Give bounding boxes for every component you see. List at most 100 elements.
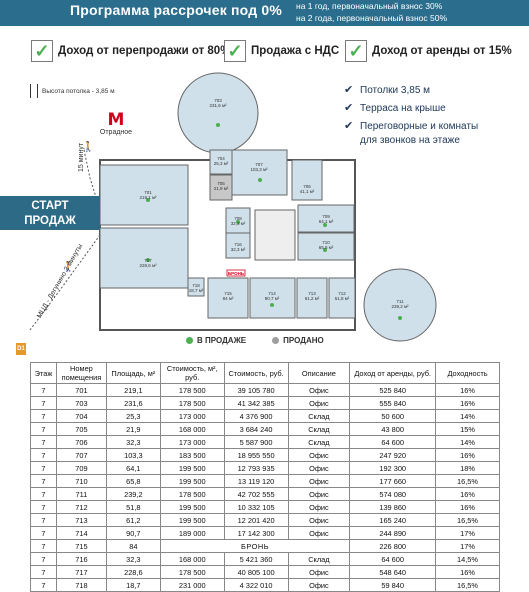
- sold-dot-icon: [272, 337, 280, 344]
- table-cell: 7: [30, 487, 57, 501]
- table-cell: 244 890: [349, 526, 437, 540]
- table-cell: 139 860: [349, 500, 437, 514]
- table-cell: 32,3: [105, 435, 161, 449]
- floor-plan: [29, 72, 437, 342]
- table-cell: 16%: [435, 487, 500, 501]
- booked-cell: БРОНЬ: [159, 539, 351, 553]
- table-cell: 555 840: [349, 396, 437, 410]
- table-cell: 7: [30, 448, 57, 462]
- room-717: [99, 227, 189, 289]
- col-header: Номер помещения: [55, 362, 107, 384]
- bullet-item: ✔Потолки 3,85 м: [344, 84, 431, 96]
- table-cell: 3 684 240: [223, 422, 289, 436]
- installment-terms: на 1 год, первоначальный взнос 30% на 2 …: [296, 0, 447, 24]
- table-cell: 90,7: [105, 526, 161, 540]
- table-cell: 4 376 900: [223, 409, 289, 423]
- price-table: Этаж Номер помещения Площадь, м² Стоимос…: [30, 362, 500, 592]
- table-cell: 4 322 010: [223, 578, 289, 592]
- room-710: [297, 232, 355, 261]
- table-cell: 17%: [435, 539, 500, 553]
- table-cell: 173 000: [159, 409, 225, 423]
- table-cell: 707: [55, 448, 107, 462]
- table-cell: 199 500: [159, 513, 225, 527]
- table-cell: Офис: [287, 513, 351, 527]
- table-cell: 192 300: [349, 461, 437, 475]
- table-cell: 183 500: [159, 448, 225, 462]
- bullet-item-continuation: для звонков на этаже: [360, 135, 460, 146]
- col-header: Описание: [287, 362, 351, 384]
- table-cell: 84: [105, 539, 161, 553]
- checkbox-icon: ✓: [31, 40, 53, 62]
- table-cell: 64 600: [349, 552, 437, 566]
- table-cell: 178 500: [159, 565, 225, 579]
- room-715: [207, 277, 249, 319]
- room-705: [209, 174, 233, 201]
- table-cell: Склад: [287, 409, 351, 423]
- room-711: [363, 268, 437, 342]
- table-cell: 7: [30, 383, 57, 397]
- page-title: Программа рассрочек под 0%: [70, 2, 283, 18]
- metro-icon: М: [107, 110, 125, 130]
- table-cell: Склад: [287, 422, 351, 436]
- checkbox-icon: ✓: [345, 40, 367, 62]
- table-cell: 228,6: [105, 565, 161, 579]
- bullet-item: ✔Терраса на крыше: [344, 102, 446, 114]
- checkbox-icon: ✓: [224, 40, 246, 62]
- legend-on-sale: В ПРОДАЖЕ: [197, 336, 247, 345]
- feature-bullets: ✔Потолки 3,85 м ✔Терраса на крыше ✔Перег…: [344, 84, 478, 152]
- table-cell: 712: [55, 500, 107, 514]
- walker-icon: 🚶: [82, 142, 95, 153]
- metro-station-name: Отрадное: [99, 129, 133, 136]
- table-cell: 701: [55, 383, 107, 397]
- table-cell: 14%: [435, 409, 500, 423]
- table-cell: 5 587 900: [223, 435, 289, 449]
- table-cell: 16,5%: [435, 578, 500, 592]
- table-cell: 199 500: [159, 500, 225, 514]
- table-cell: 199 500: [159, 474, 225, 488]
- table-cell: 231,6: [105, 396, 161, 410]
- bullet-item: ✔Переговорные и комнаты: [344, 120, 479, 132]
- table-cell: 177 660: [349, 474, 437, 488]
- d1-badge: D1: [16, 343, 26, 355]
- table-cell: 168 000: [159, 552, 225, 566]
- features-row: ✓ Доход от перепродажи от 80% ✓ Продажа …: [0, 36, 529, 66]
- col-header: Доходность: [435, 362, 500, 384]
- table-cell: 16%: [435, 448, 500, 462]
- table-cell: 7: [30, 461, 57, 475]
- table-cell: 16,5%: [435, 513, 500, 527]
- table-cell: 525 840: [349, 383, 437, 397]
- table-cell: 199 500: [159, 461, 225, 475]
- booked-tag: БРОНЬ: [227, 271, 245, 276]
- legend-sold: ПРОДАНО: [283, 336, 324, 345]
- table-cell: 40 805 100: [223, 565, 289, 579]
- table-cell: 7: [30, 565, 57, 579]
- table-cell: 16%: [435, 383, 500, 397]
- table-cell: 42 702 555: [223, 487, 289, 501]
- table-cell: 64 600: [349, 435, 437, 449]
- room-713: [296, 277, 328, 319]
- room-718: [187, 277, 205, 297]
- feature-label: Доход от аренды от 15%: [372, 45, 512, 57]
- col-header: Площадь, м²: [105, 362, 161, 384]
- table-cell: Офис: [287, 578, 351, 592]
- table-cell: 43 800: [349, 422, 437, 436]
- table-cell: 231 000: [159, 578, 225, 592]
- table-cell: 714: [55, 526, 107, 540]
